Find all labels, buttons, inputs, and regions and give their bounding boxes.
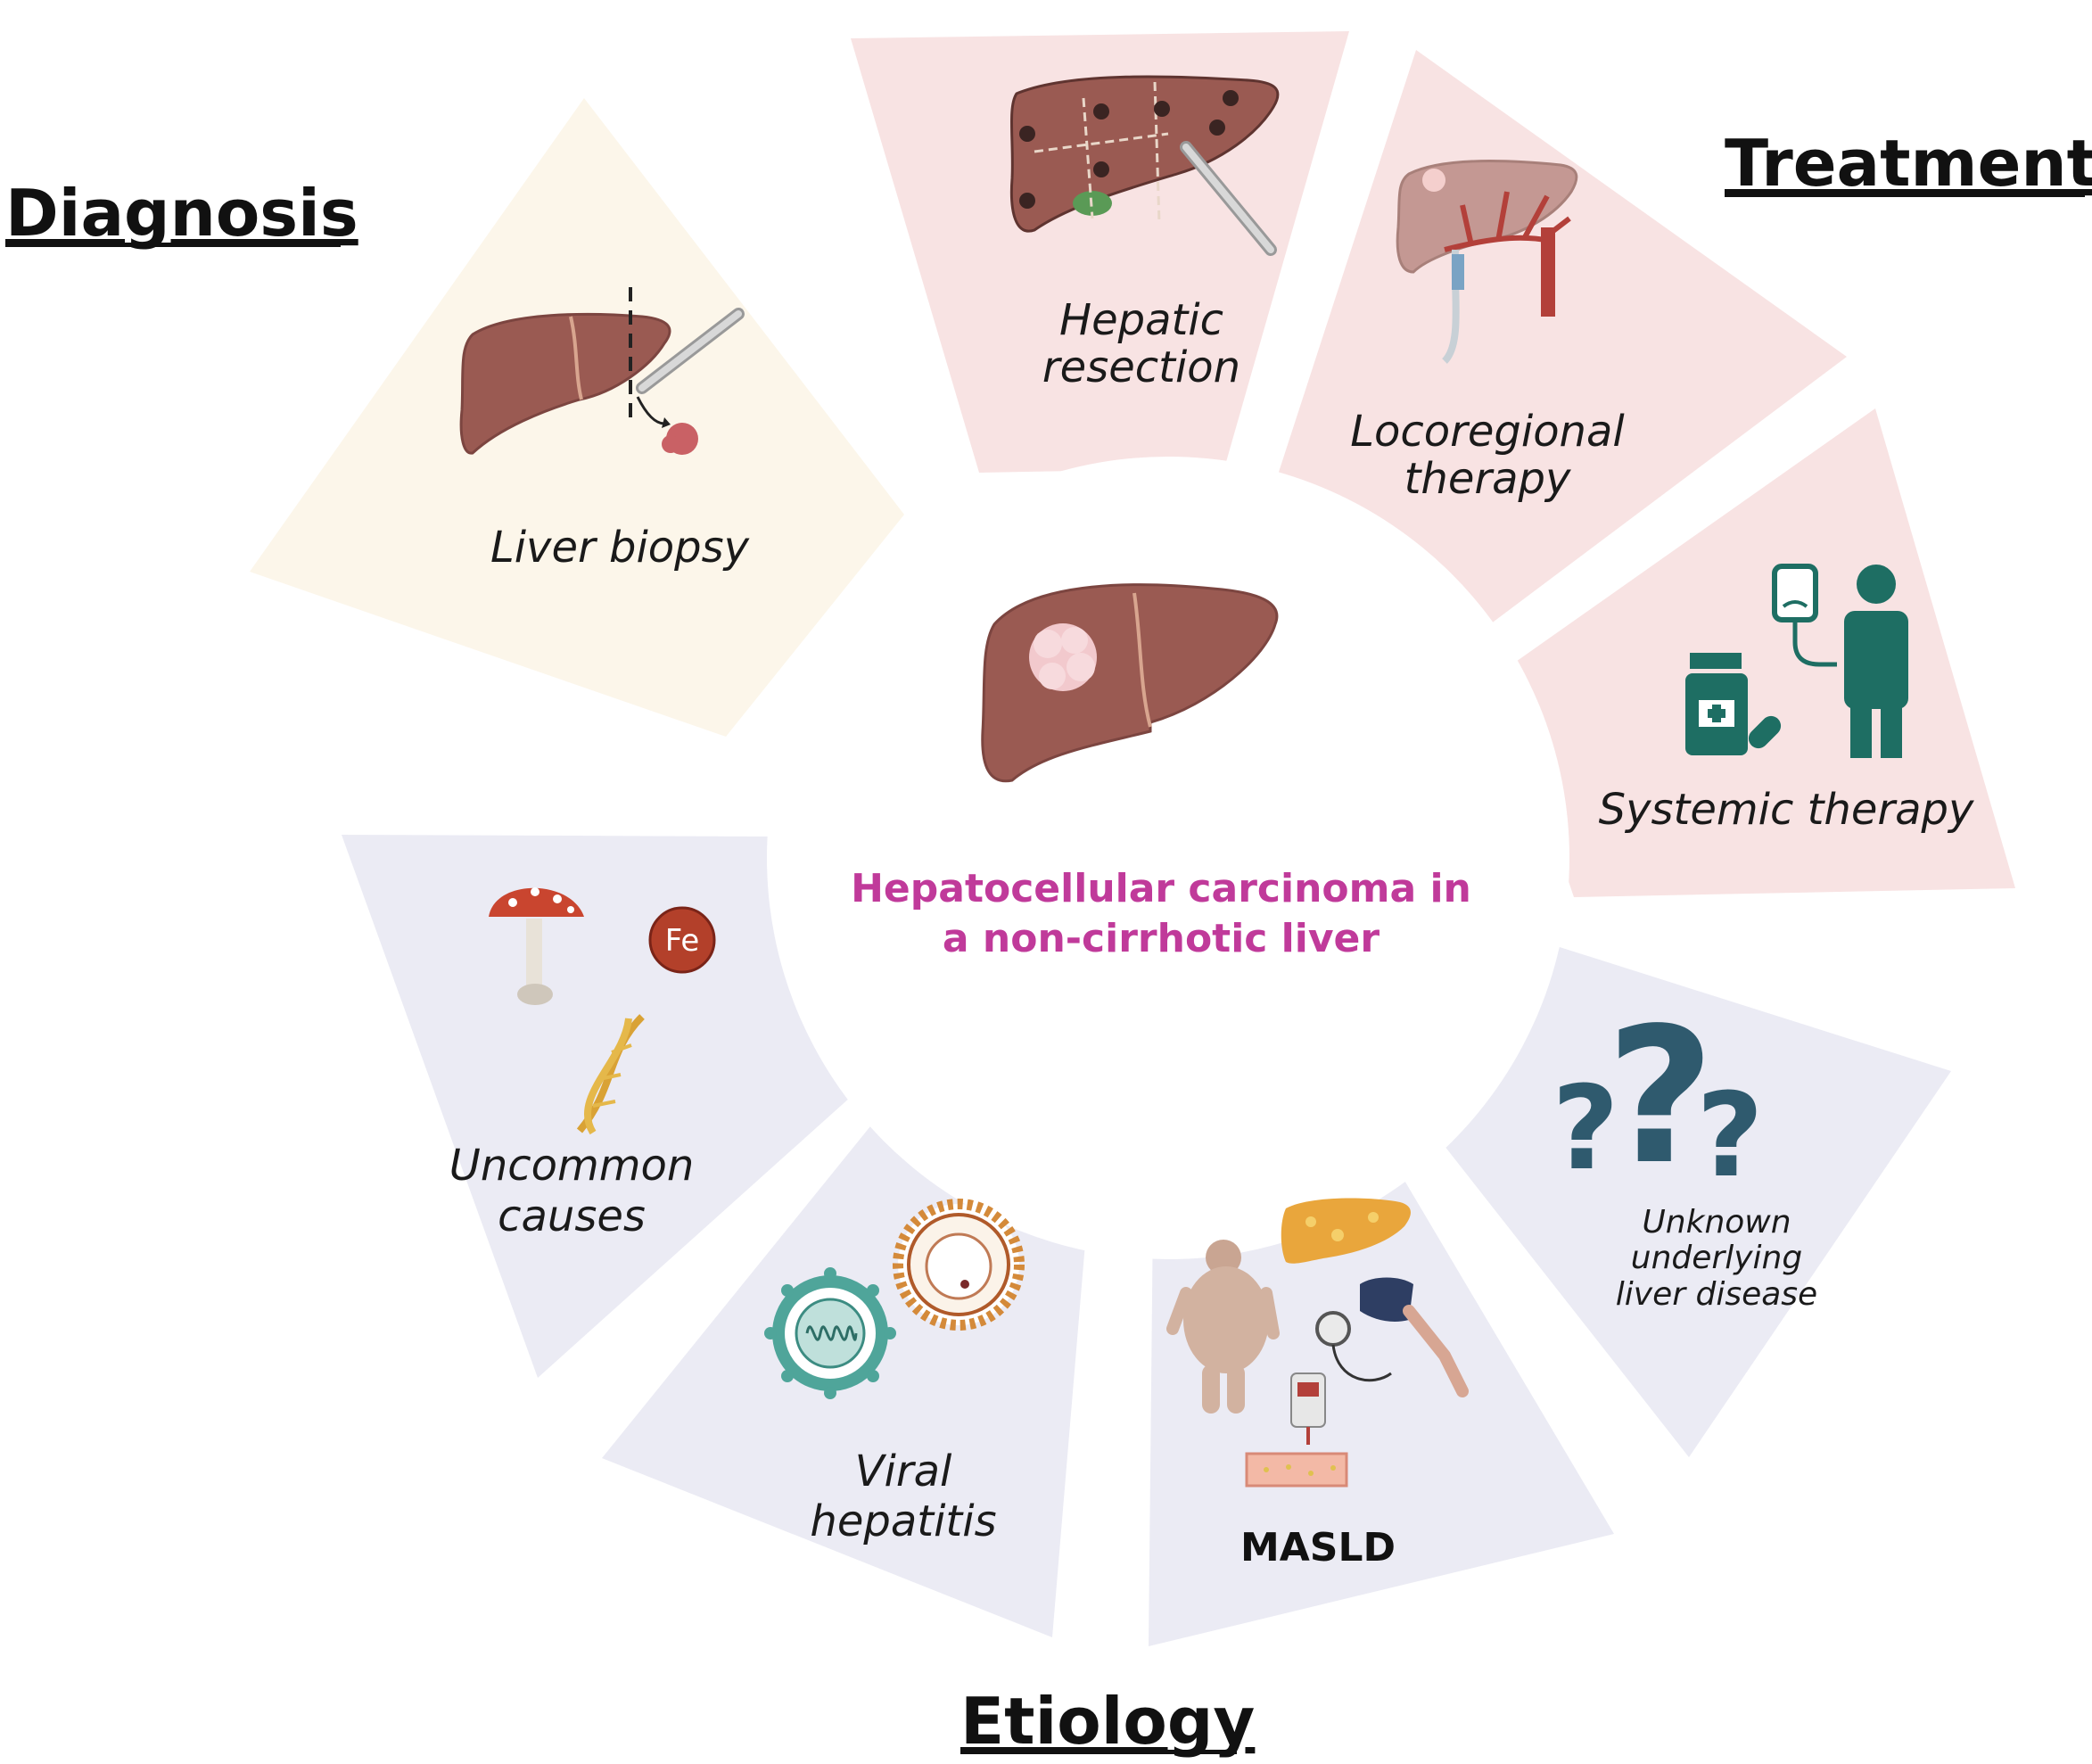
mushroom-icon (489, 887, 584, 1005)
center-title-line1: Hepatocellular carcinoma in (851, 866, 1471, 911)
question-marks-icon: ? ? ? (1552, 987, 1763, 1206)
wheel-segments (250, 31, 2015, 1646)
center-title-line2: a non-cirrhotic liver (943, 916, 1380, 961)
label-uncommon-line1: Uncommon (449, 1141, 695, 1191)
heading-treatment-underline (1725, 193, 2085, 197)
heading-diagnosis-underline (5, 243, 341, 247)
label-unknown-line2: underlying (1631, 1240, 1802, 1276)
svg-text:?: ? (1552, 1060, 1618, 1196)
iron-icon: Fe (648, 906, 716, 974)
label-viral-line1: Viral (855, 1447, 952, 1496)
svg-text:?: ? (1606, 987, 1715, 1206)
label-unknown-line1: Unknown (1642, 1204, 1791, 1241)
label-systemic-therapy: Systemic therapy (1599, 785, 1974, 835)
label-hepatic-resection-line1: Hepatic (1059, 295, 1223, 345)
heading-etiology: Etiology (960, 1684, 1255, 1759)
dna-icon (576, 1014, 645, 1135)
heading-etiology-underline (960, 1750, 1237, 1754)
locoregional-therapy-icon (1396, 160, 1578, 364)
label-locoregional-line1: Locoregional (1350, 407, 1625, 457)
person-obesity-icon (1166, 1240, 1280, 1414)
svg-text:Fe: Fe (665, 923, 700, 959)
label-masld: MASLD (1240, 1525, 1396, 1570)
blood-pressure-monitor-icon (1315, 1277, 1469, 1397)
label-locoregional-line2: therapy (1404, 454, 1571, 504)
segment-diagnosis-liver-biopsy (250, 98, 904, 737)
svg-text:?: ? (1696, 1067, 1763, 1203)
label-viral-line2: hepatitis (810, 1496, 996, 1546)
virus-icons (764, 1199, 1025, 1399)
segment-unknown-liver-disease (1431, 947, 1951, 1457)
hepatic-resection-icon (1009, 75, 1280, 256)
fatty-liver-icon (1281, 1198, 1411, 1264)
label-hepatic-resection-line2: resection (1042, 342, 1240, 392)
segment-masld (1149, 1150, 1614, 1646)
heading-treatment: Treatment (1725, 126, 2092, 201)
glucose-meter-icon (1290, 1372, 1326, 1445)
liver-biopsy-icon (459, 287, 745, 455)
heading-diagnosis: Diagnosis (5, 176, 358, 251)
masld-icons (1166, 1198, 1469, 1488)
label-liver-biopsy: Liver biopsy (490, 523, 750, 573)
label-unknown-line3: liver disease (1616, 1276, 1817, 1313)
liver-with-tumor-icon (981, 583, 1279, 783)
label-uncommon-line2: causes (498, 1191, 646, 1241)
wheel-center (767, 457, 1569, 1259)
blood-vessel-icon (1245, 1452, 1348, 1488)
systemic-therapy-icon (1685, 564, 1908, 758)
hepatitis-c-virus-icon (764, 1267, 896, 1399)
segment-systemic-therapy (1498, 408, 2015, 897)
uncommon-causes-icons: Fe (489, 887, 716, 1135)
hepatitis-b-virus-icon (893, 1199, 1025, 1331)
